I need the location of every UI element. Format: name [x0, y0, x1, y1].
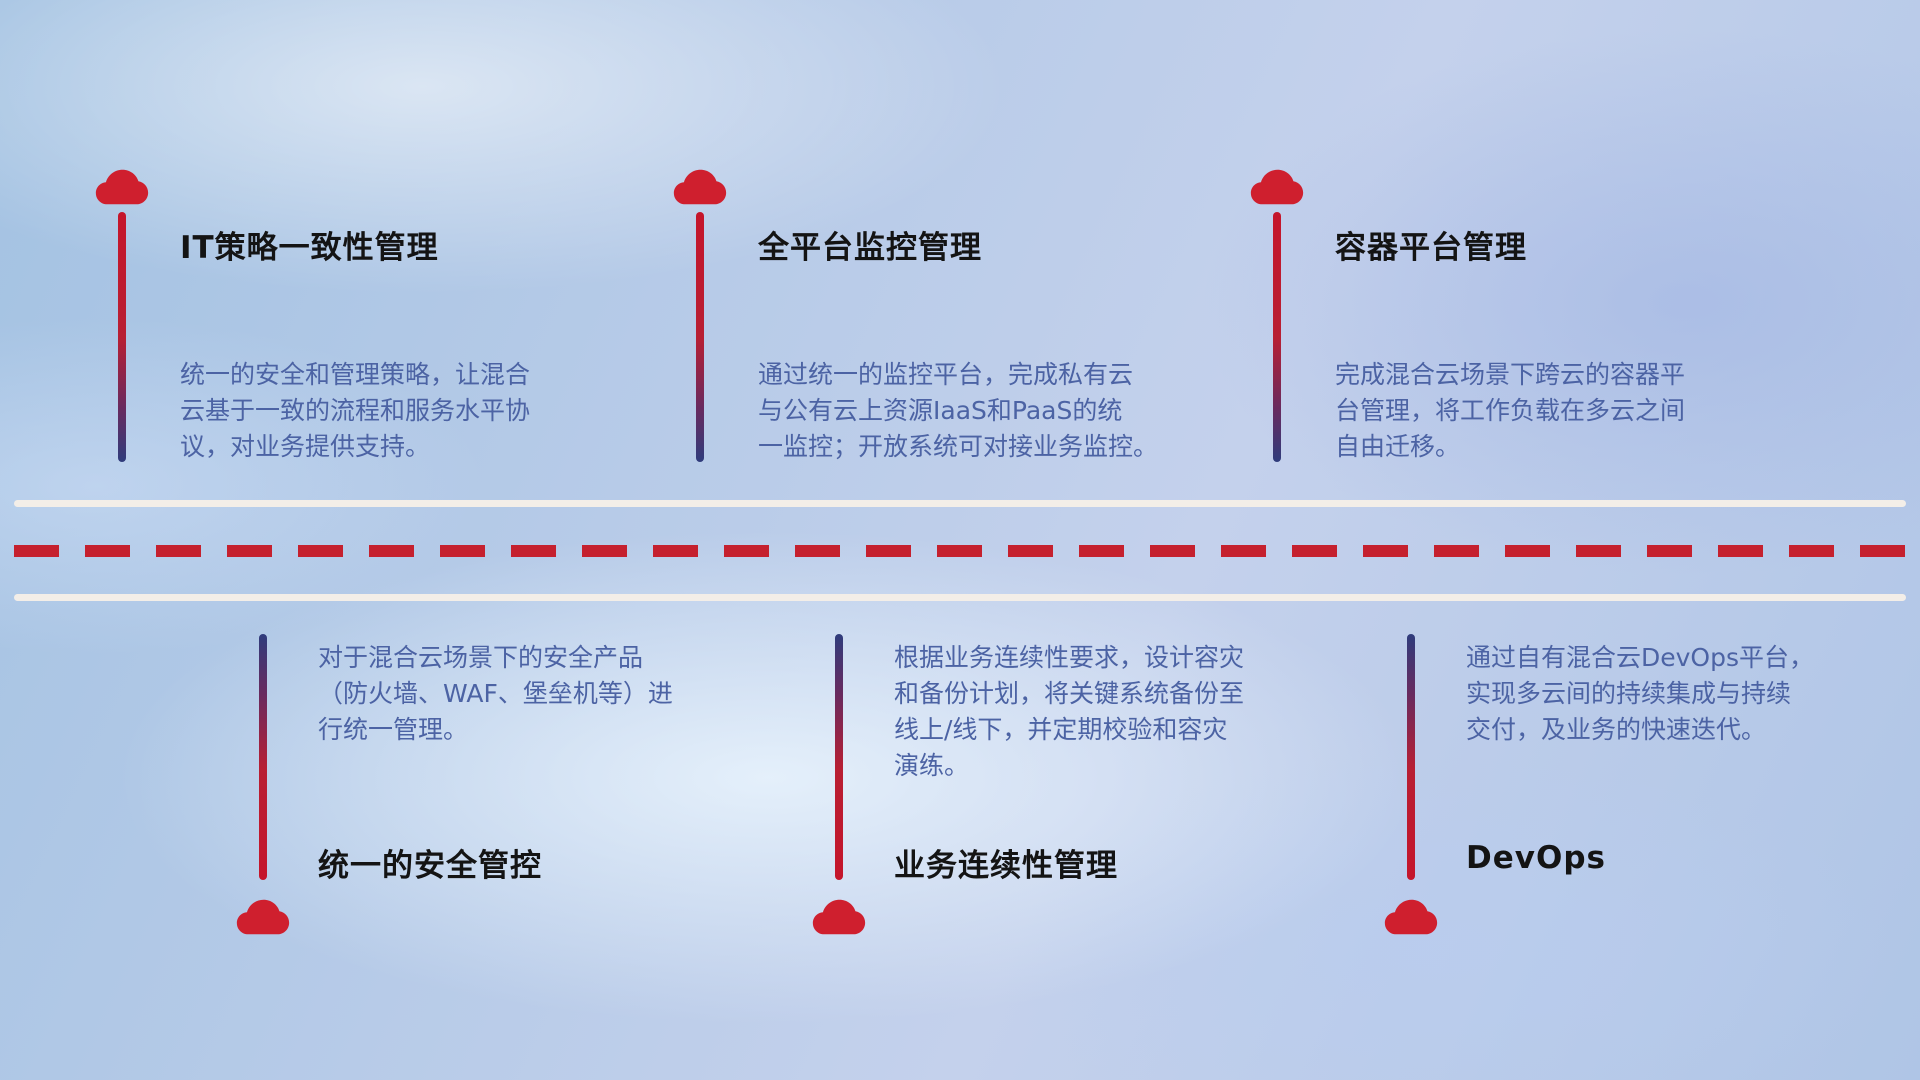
milestone-description-container-platform: 完成混合云场景下跨云的容器平 台管理，将工作负载在多云之间 自由迁移。	[1335, 360, 1686, 461]
cloud-icon	[811, 895, 867, 939]
milestone-line	[1407, 634, 1415, 880]
cloud-icon	[94, 165, 150, 209]
milestone-title-it-policy: IT策略一致性管理	[180, 230, 439, 266]
cloud-icon	[1249, 165, 1305, 209]
milestone-description-business-continuity: 根据业务连续性要求，设计容灾 和备份计划，将关键系统备份至 线上/线下，并定期校…	[894, 643, 1245, 780]
milestone-description-it-policy: 统一的安全和管理策略，让混合 云基于一致的流程和服务水平协 议，对业务提供支持。	[180, 360, 531, 461]
milestone-title-security: 统一的安全管控	[318, 848, 542, 884]
milestone-line	[835, 634, 843, 880]
cloud-icon	[672, 165, 728, 209]
milestone-title-business-continuity: 业务连续性管理	[894, 848, 1118, 884]
milestone-line	[696, 212, 704, 462]
road-top-line	[14, 500, 1906, 507]
road-dashed-center-line	[14, 545, 1906, 557]
cloud-icon	[235, 895, 291, 939]
milestone-description-devops: 通过自有混合云DevOps平台， 实现多云间的持续集成与持续 交付，及业务的快速…	[1466, 643, 1814, 744]
cloud-icon	[1383, 895, 1439, 939]
milestone-line	[1273, 212, 1281, 462]
milestone-title-container-platform: 容器平台管理	[1335, 230, 1527, 266]
milestone-title-devops: DevOps	[1466, 840, 1606, 876]
milestone-line	[118, 212, 126, 462]
milestone-title-monitoring: 全平台监控管理	[758, 230, 982, 266]
milestone-line	[259, 634, 267, 880]
road-bottom-line	[14, 594, 1906, 601]
milestone-description-security: 对于混合云场景下的安全产品 （防火墙、WAF、堡垒机等）进 行统一管理。	[318, 643, 673, 744]
milestone-description-monitoring: 通过统一的监控平台，完成私有云 与公有云上资源IaaS和PaaS的统 一监控；开…	[758, 360, 1159, 461]
